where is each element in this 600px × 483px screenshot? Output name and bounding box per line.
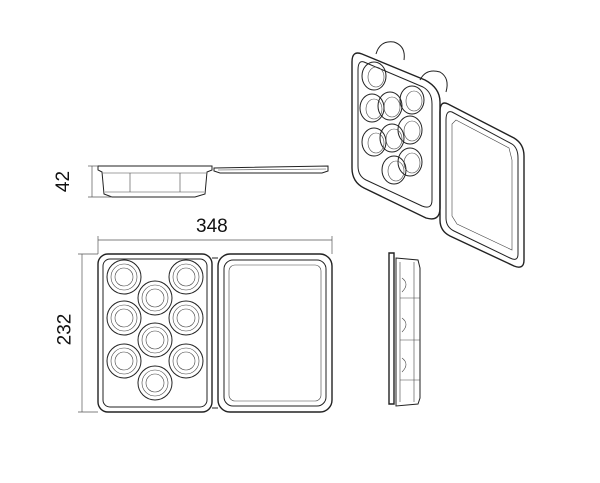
cup-cavity (168, 300, 204, 336)
isometric-cup-cavities (359, 61, 425, 185)
iso-cup-cavity (359, 93, 385, 123)
dimension-depth-label: 42 (53, 170, 75, 193)
cup-cavity (168, 343, 204, 379)
cup-cavity (137, 322, 173, 358)
iso-cup-cavity (399, 85, 425, 115)
cup-cavity (137, 365, 173, 401)
dimension-width-label: 348 (196, 216, 228, 237)
cup-cavity (137, 280, 173, 316)
isometric-view (351, 41, 525, 268)
cup-cavity (168, 259, 204, 295)
cup-cavities (106, 259, 204, 401)
top-view (78, 236, 333, 413)
iso-cup-cavity (381, 155, 407, 185)
iso-cup-cavity (361, 127, 387, 157)
side-view (88, 165, 329, 198)
iso-cup-cavity (397, 147, 423, 177)
front-profile-view (388, 252, 421, 407)
dimension-height-label: 232 (54, 313, 76, 346)
cup-cavity (106, 300, 142, 336)
cup-cavity (106, 259, 142, 295)
cup-cavity (106, 343, 142, 379)
iso-cup-cavity (361, 61, 387, 91)
